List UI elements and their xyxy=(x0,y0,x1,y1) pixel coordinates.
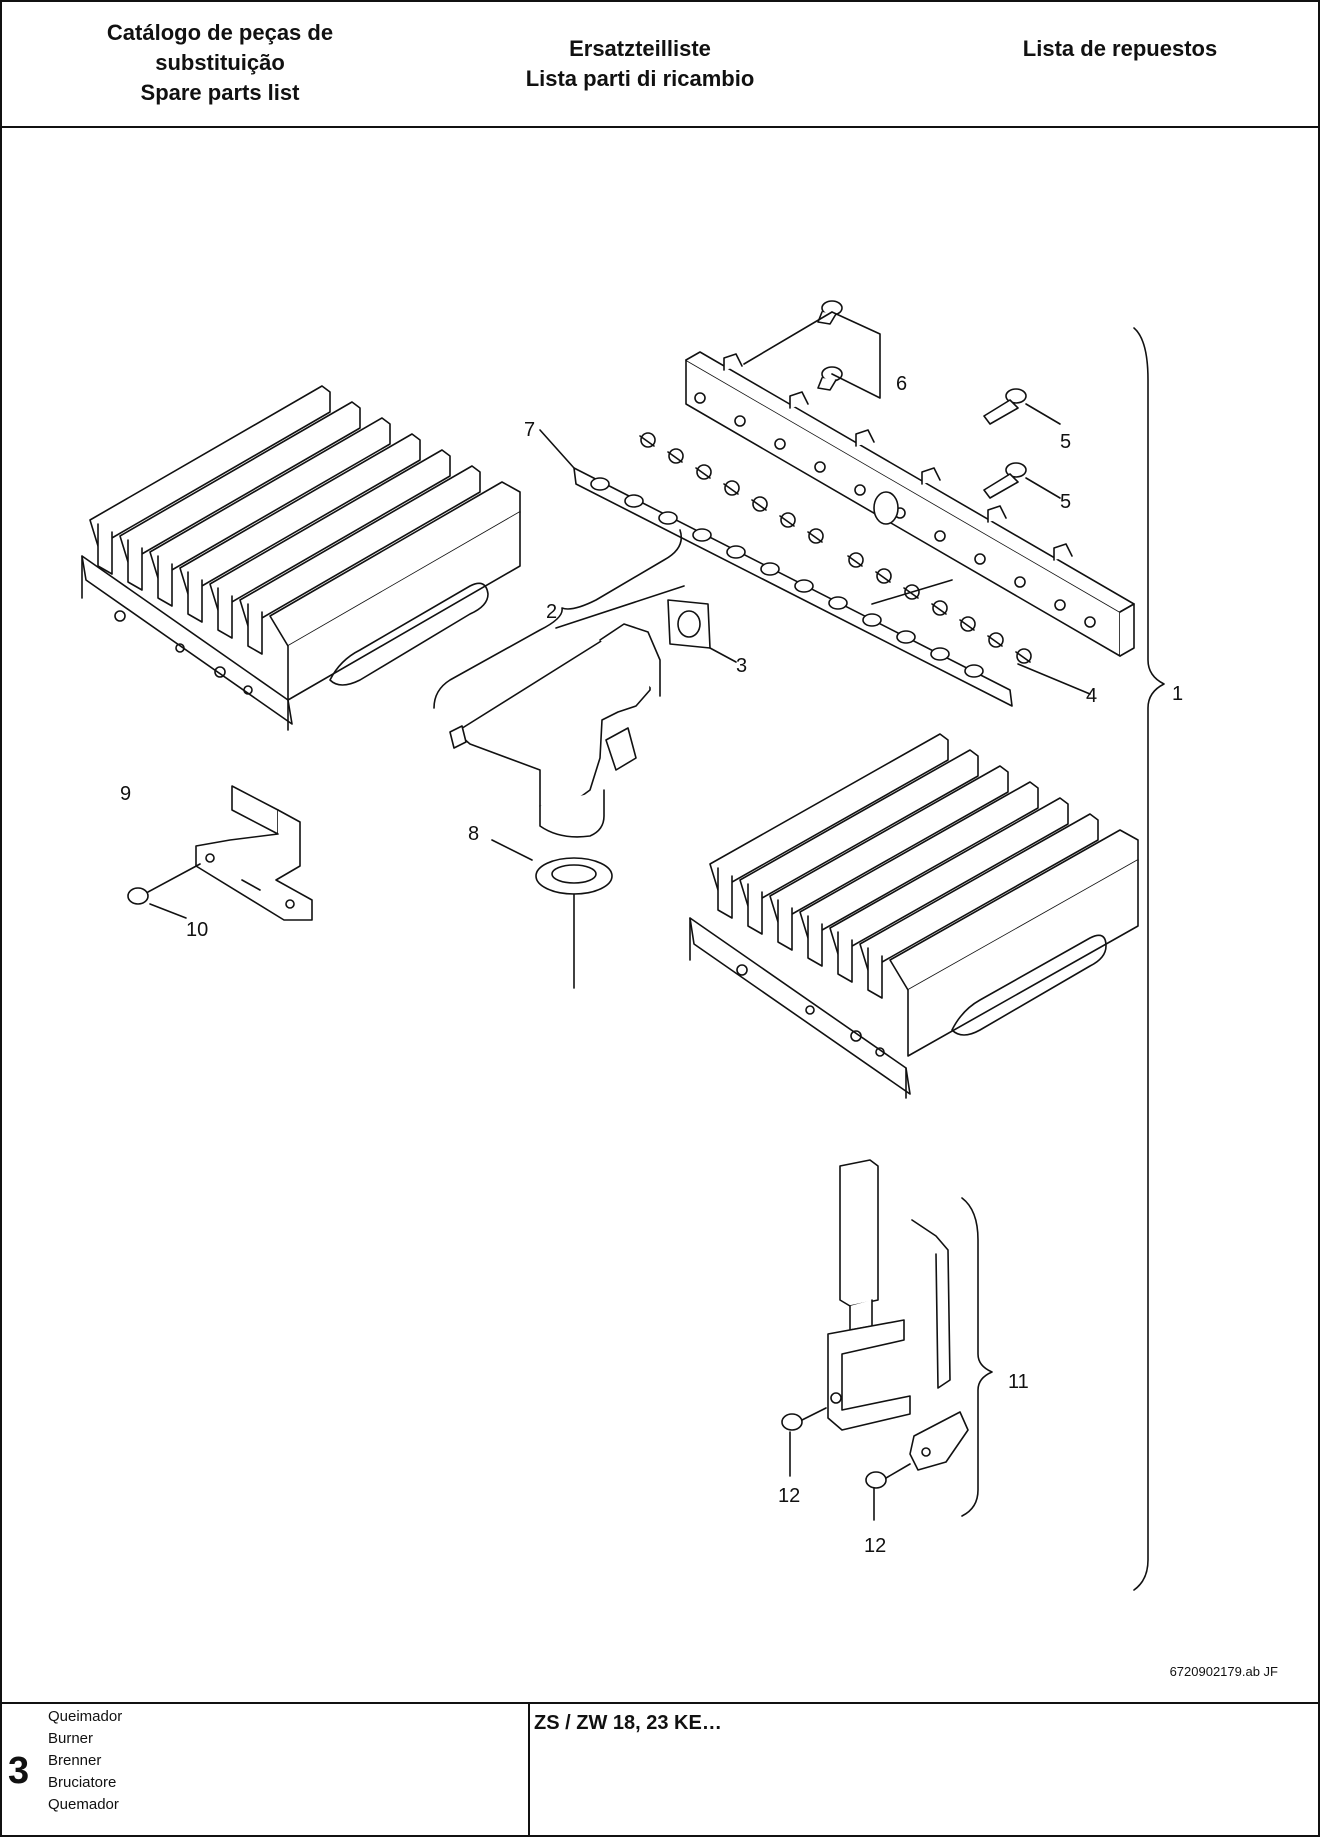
component-name-list: Queimador Burner Brenner Bruciatore Quem… xyxy=(48,1706,122,1816)
section-number: 3 xyxy=(8,1750,30,1792)
callout-10: 10 xyxy=(186,919,208,941)
brace-item-2 xyxy=(433,529,683,709)
callout-1: 1 xyxy=(1172,683,1183,705)
header-line: Ersatzteilliste xyxy=(569,36,711,61)
electrode-set xyxy=(781,1159,969,1489)
callout-7: 7 xyxy=(524,419,535,441)
header-title-german-italian: Ersatzteilliste Lista parti di ricambio xyxy=(470,34,810,94)
component-name: Quemador xyxy=(48,1796,119,1813)
screw-set xyxy=(817,300,1027,499)
callout-2: 2 xyxy=(546,601,557,623)
drawing-id: 6720902179.ab JF xyxy=(1169,1664,1278,1679)
exploded-view-drawing: 1 2 3 4 5 5 6 7 8 9 10 11 12 12 xyxy=(0,128,1320,1702)
bracket-left xyxy=(127,785,313,921)
header-line: Lista parti di ricambio xyxy=(525,66,755,91)
gasket-square xyxy=(667,599,711,649)
gas-manifold xyxy=(685,351,1135,657)
callout-6: 6 xyxy=(896,373,907,395)
footer: 3 Queimador Burner Brenner Bruciatore Qu… xyxy=(0,1702,1320,1837)
brace-item-1 xyxy=(1133,327,1165,1591)
header-line: substituição xyxy=(155,50,285,75)
footer-divider xyxy=(528,1704,530,1837)
header-title-portuguese-english: Catálogo de peças de substituição Spare … xyxy=(30,18,410,108)
header-line: Lista de repuestos xyxy=(1022,36,1218,61)
callout-9: 9 xyxy=(120,783,131,805)
leader-lines xyxy=(149,311,1091,1521)
callout-labels: 1 2 3 4 5 5 6 7 8 9 10 11 12 12 xyxy=(120,373,1183,1557)
callout-4: 4 xyxy=(1086,685,1097,707)
component-name: Burner xyxy=(48,1730,94,1747)
nozzle-row xyxy=(639,432,1032,664)
component-name: Queimador xyxy=(48,1708,123,1725)
callout-12: 12 xyxy=(864,1535,886,1557)
brace-item-11 xyxy=(961,1197,993,1517)
callout-8: 8 xyxy=(468,823,479,845)
callout-12: 12 xyxy=(778,1485,800,1507)
header-line: Catálogo de peças de xyxy=(106,20,334,45)
burner-assembly-left xyxy=(81,385,521,731)
callout-3: 3 xyxy=(736,655,747,677)
callout-5: 5 xyxy=(1060,491,1071,513)
header-title-spanish: Lista de repuestos xyxy=(960,34,1280,64)
callout-11: 11 xyxy=(1008,1371,1029,1393)
gas-valve-body xyxy=(449,623,661,838)
component-name: Bruciatore xyxy=(48,1774,117,1791)
callout-5: 5 xyxy=(1060,431,1071,453)
sealing-ring xyxy=(535,857,613,989)
header-line: Spare parts list xyxy=(140,80,300,105)
burner-assembly-right xyxy=(689,733,1139,1099)
header: Catálogo de peças de substituição Spare … xyxy=(0,0,1320,128)
injector-strip xyxy=(573,467,1013,707)
model-title: ZS / ZW 18, 23 KE… xyxy=(534,1712,722,1734)
component-name: Brenner xyxy=(48,1752,102,1769)
